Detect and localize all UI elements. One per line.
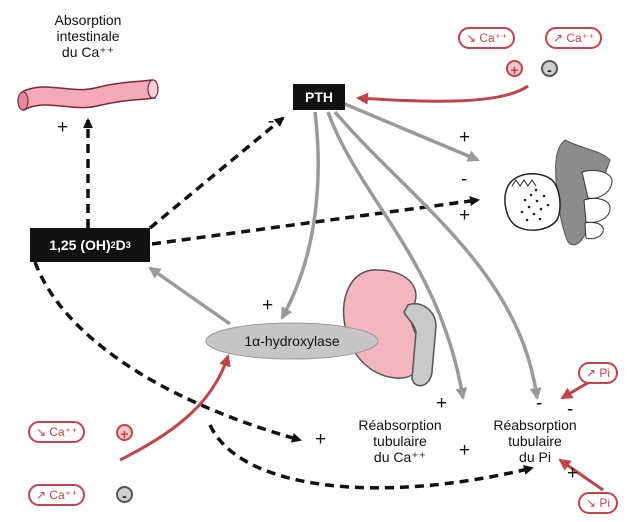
- bone-icon: [504, 139, 613, 246]
- minus-sign: -: [461, 169, 468, 190]
- minus-sign: -: [268, 111, 275, 132]
- low-ca-left-pill: ↘ Ca⁺⁺: [28, 421, 86, 443]
- stimulate-circle: +: [506, 60, 523, 78]
- hydroxylase-label: 1α-hydroxylase: [244, 333, 340, 349]
- plus-sign: +: [262, 295, 274, 316]
- plus-sign: +: [459, 205, 471, 226]
- low-pi-pill: ↘ Pi: [578, 492, 619, 514]
- arrow-calcitriol-to-bone: [151, 196, 480, 246]
- arrow-low-pi-to-reabs: [558, 458, 604, 492]
- absorption-label: Absorption intestinale du Ca⁺⁺: [54, 12, 122, 60]
- arrow-pth-to-bone: [339, 100, 480, 162]
- minus-sign: -: [536, 393, 543, 414]
- arrow-calcitriol-to-reabs-ca: [33, 261, 302, 443]
- inhibit-circle: -: [541, 60, 558, 78]
- arrow-to-reabs-pi: [208, 424, 534, 490]
- arrow-pth-to-reabs-ca: [326, 111, 468, 400]
- plus-sign: +: [57, 117, 69, 138]
- high-ca-left-pill: ↗ Ca⁺⁺: [28, 484, 86, 506]
- arrow-hydroxylase-to-calcitriol: [148, 266, 232, 326]
- reabs-pi-label: Réabsorption tubulaire du Pi: [493, 417, 577, 465]
- reabs-ca-label: Réabsorption tubulaire du Ca⁺⁺: [358, 417, 442, 465]
- arrow-ca-to-pth: [356, 84, 529, 105]
- stimulate-circle: +: [116, 424, 133, 442]
- arrow-ca-to-hydroxylase: [119, 354, 231, 462]
- plus-sign: +: [315, 429, 327, 450]
- low-ca-top-pill: ↘ Ca⁺⁺: [458, 27, 516, 49]
- arrow-calcitriol-to-pth: [148, 116, 285, 230]
- arrow-pth-to-reabs-pi: [333, 110, 542, 400]
- minus-sign: -: [567, 399, 574, 420]
- plus-sign: +: [436, 393, 448, 414]
- high-pi-pill: ↗ Pi: [578, 362, 619, 384]
- intestine-icon: [17, 79, 159, 112]
- pth-box: PTH: [293, 84, 345, 110]
- kidney-icon: [342, 269, 437, 387]
- plus-sign: +: [459, 440, 471, 461]
- hydroxylase-enzyme-shape: [205, 322, 379, 360]
- inhibit-circle: -: [116, 486, 133, 504]
- high-ca-top-pill: ↗ Ca⁺⁺: [545, 27, 603, 49]
- arrow-pth-to-hydroxylase: [280, 111, 320, 320]
- plus-sign: +: [459, 127, 471, 148]
- plus-sign: +: [567, 463, 579, 484]
